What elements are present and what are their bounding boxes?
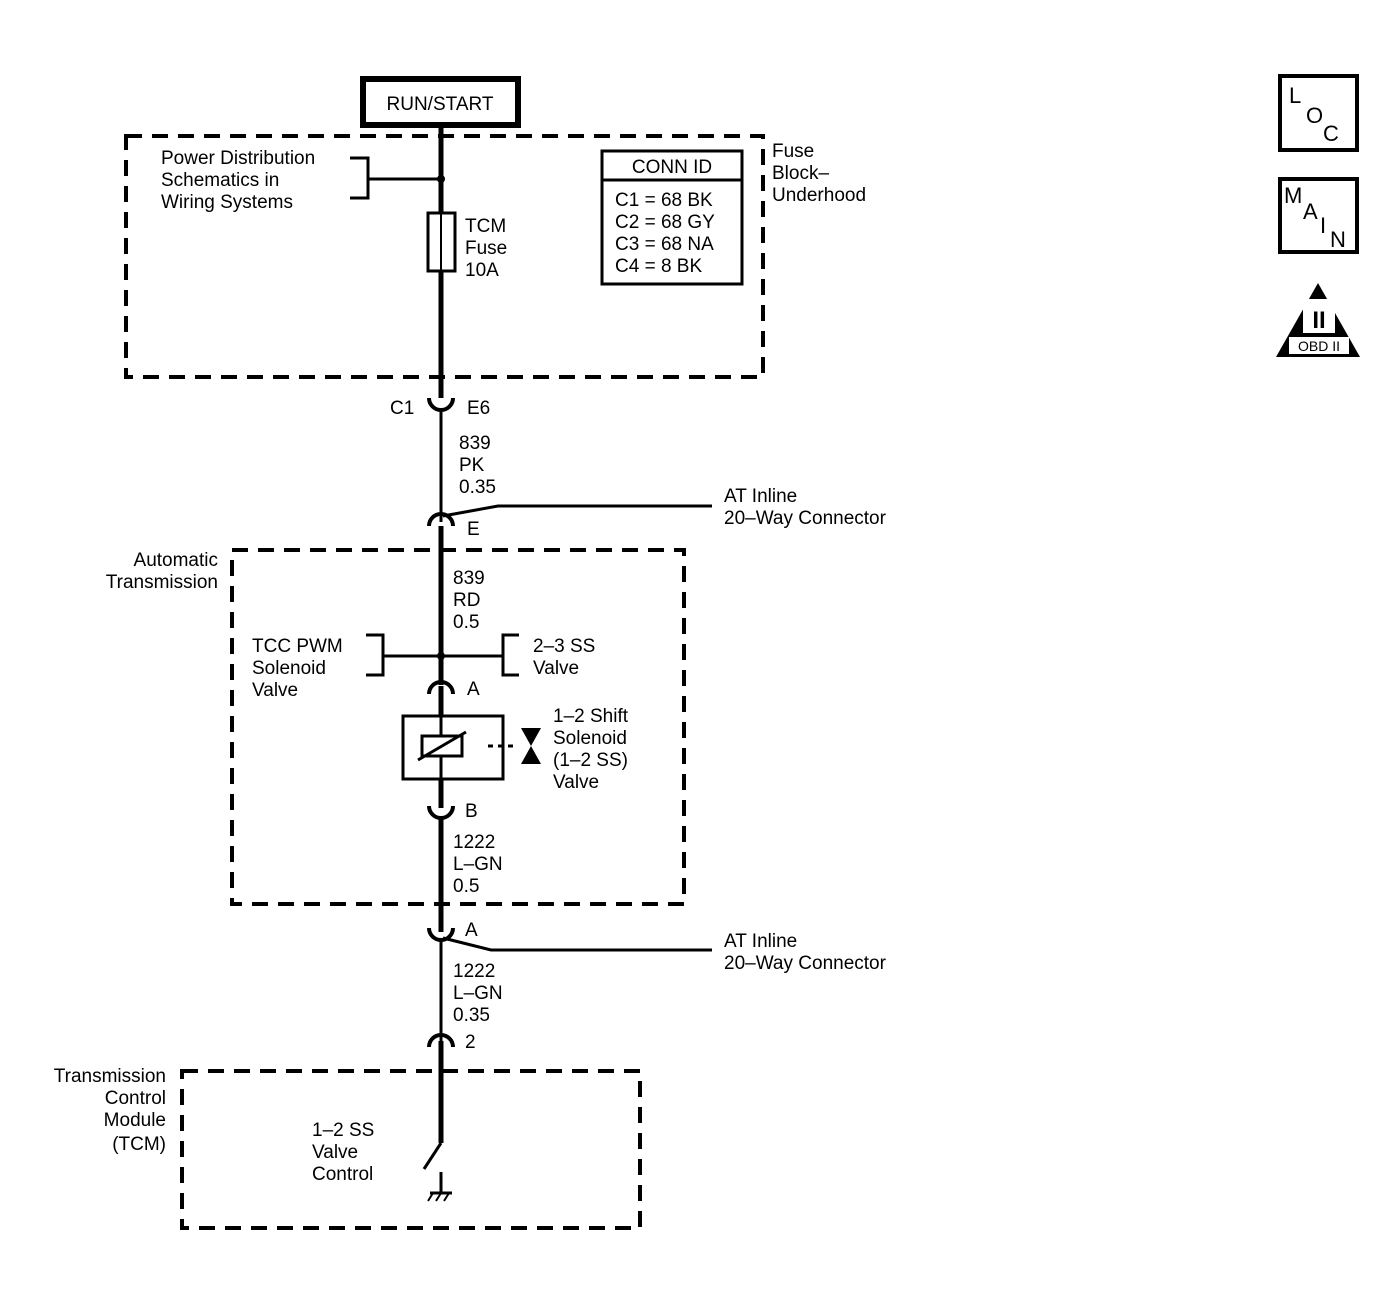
svg-text:10A: 10A xyxy=(465,260,499,281)
svg-text:C3 = 68 NA: C3 = 68 NA xyxy=(615,234,714,255)
svg-text:AT Inline: AT Inline xyxy=(724,486,797,507)
svg-text:RD: RD xyxy=(453,590,480,611)
svg-text:Wiring Systems: Wiring Systems xyxy=(161,192,293,213)
svg-text:Control: Control xyxy=(312,1164,373,1185)
svg-text:Fuse: Fuse xyxy=(465,238,507,259)
svg-text:20–Way Connector: 20–Way Connector xyxy=(724,953,887,974)
svg-text:L–GN: L–GN xyxy=(453,983,503,1004)
tcm-low-side-switch xyxy=(422,1142,452,1202)
terminal-c1-e6: C1 E6 xyxy=(390,397,490,419)
svg-text:Transmission: Transmission xyxy=(106,572,218,593)
obd-ii-icon[interactable]: II OBD II xyxy=(1276,283,1360,357)
fuse-block-label: Fuse Block– Underhood xyxy=(772,141,866,206)
at-inline-connector-1: E AT Inline 20–Way Connector xyxy=(427,486,887,540)
terminal-solenoid-b: B xyxy=(427,801,478,822)
svg-text:A: A xyxy=(465,920,478,941)
svg-text:Fuse: Fuse xyxy=(772,141,814,162)
svg-text:E6: E6 xyxy=(467,398,490,419)
svg-text:0.35: 0.35 xyxy=(453,1005,490,1026)
svg-text:C4 = 8 BK: C4 = 8 BK xyxy=(615,256,702,277)
svg-text:O: O xyxy=(1306,103,1323,128)
svg-text:A: A xyxy=(1303,199,1318,224)
svg-text:OBD II: OBD II xyxy=(1298,338,1340,354)
svg-text:L–GN: L–GN xyxy=(453,854,503,875)
loc-icon[interactable]: L O C xyxy=(1278,74,1359,152)
svg-text:E: E xyxy=(467,519,480,540)
conn-id-title: CONN ID xyxy=(632,157,712,178)
svg-text:C1: C1 xyxy=(390,398,414,419)
run-start-label: RUN/START xyxy=(387,94,494,115)
terminal-solenoid-a: A xyxy=(427,679,480,700)
svg-text:0.5: 0.5 xyxy=(453,612,479,633)
svg-text:Power Distribution: Power Distribution xyxy=(161,148,315,169)
svg-text:2: 2 xyxy=(465,1032,476,1053)
svg-text:PK: PK xyxy=(459,455,485,476)
svg-text:B: B xyxy=(465,801,478,822)
wire-839-pk-label: 839 PK 0.35 xyxy=(459,433,496,498)
terminal-tcm-2: 2 xyxy=(427,1032,476,1053)
svg-text:0.5: 0.5 xyxy=(453,876,479,897)
svg-text:Valve: Valve xyxy=(533,658,579,679)
tcm-label: Transmission Control Module (TCM) xyxy=(54,1066,166,1155)
wire-1222-lgn-035-label: 1222 L–GN 0.35 xyxy=(453,961,503,1026)
svg-text:M: M xyxy=(1284,183,1302,208)
ss-2-3-reference: 2–3 SS Valve xyxy=(437,633,595,679)
svg-text:(TCM): (TCM) xyxy=(112,1134,166,1155)
main-icon[interactable]: M A I N xyxy=(1278,177,1359,254)
svg-text:C: C xyxy=(1323,121,1339,146)
svg-text:Block–: Block– xyxy=(772,163,829,184)
svg-text:Valve: Valve xyxy=(553,772,599,793)
svg-text:Valve: Valve xyxy=(312,1142,358,1163)
svg-text:I: I xyxy=(1320,213,1326,238)
svg-text:C1 = 68 BK: C1 = 68 BK xyxy=(615,190,713,211)
wire-1222-lgn-05-label: 1222 L–GN 0.5 xyxy=(453,832,503,897)
svg-text:Automatic: Automatic xyxy=(134,550,218,571)
fuse-block-boundary xyxy=(124,134,765,379)
svg-text:1222: 1222 xyxy=(453,832,495,853)
svg-text:A: A xyxy=(467,679,480,700)
svg-text:0.35: 0.35 xyxy=(459,477,496,498)
tcm-boundary xyxy=(180,1069,642,1230)
svg-text:Control: Control xyxy=(105,1088,166,1109)
svg-text:L: L xyxy=(1289,83,1301,108)
svg-text:N: N xyxy=(1330,227,1346,252)
tcm-fuse: TCM Fuse 10A xyxy=(426,211,507,281)
svg-text:Module: Module xyxy=(104,1110,166,1131)
svg-text:TCC PWM: TCC PWM xyxy=(252,636,343,657)
shift-solenoid-1-2 xyxy=(401,714,541,781)
svg-text:1222: 1222 xyxy=(453,961,495,982)
svg-text:20–Way Connector: 20–Way Connector xyxy=(724,508,887,529)
conn-id-table: CONN ID C1 = 68 BK C2 = 68 GY C3 = 68 NA… xyxy=(600,149,744,286)
svg-text:1–2 SS: 1–2 SS xyxy=(312,1120,374,1141)
tcc-pwm-reference: TCC PWM Solenoid Valve xyxy=(252,633,441,701)
svg-text:1–2 Shift: 1–2 Shift xyxy=(553,706,629,727)
shift-solenoid-1-2-label: 1–2 Shift Solenoid (1–2 SS) Valve xyxy=(553,706,629,793)
svg-text:C2 = 68 GY: C2 = 68 GY xyxy=(615,212,715,233)
svg-text:AT Inline: AT Inline xyxy=(724,931,797,952)
svg-text:Solenoid: Solenoid xyxy=(252,658,326,679)
svg-text:839: 839 xyxy=(453,568,485,589)
svg-text:II: II xyxy=(1312,307,1325,334)
svg-text:Transmission: Transmission xyxy=(54,1066,166,1087)
svg-text:2–3 SS: 2–3 SS xyxy=(533,636,595,657)
tcm-control-label: 1–2 SS Valve Control xyxy=(312,1120,374,1185)
svg-text:Solenoid: Solenoid xyxy=(553,728,627,749)
svg-text:TCM: TCM xyxy=(465,216,506,237)
svg-text:Valve: Valve xyxy=(252,680,298,701)
svg-text:Schematics in: Schematics in xyxy=(161,170,279,191)
run-start-source: RUN/START xyxy=(360,76,521,128)
at-inline-connector-2: A AT Inline 20–Way Connector xyxy=(427,920,887,974)
power-distribution-reference: Power Distribution Schematics in Wiring … xyxy=(161,148,445,213)
automatic-transmission-boundary xyxy=(230,548,686,906)
svg-text:839: 839 xyxy=(459,433,491,454)
svg-text:(1–2 SS): (1–2 SS) xyxy=(553,750,628,771)
wire-839-rd-label: 839 RD 0.5 xyxy=(453,568,485,633)
automatic-transmission-label: Automatic Transmission xyxy=(106,550,218,593)
svg-text:Underhood: Underhood xyxy=(772,185,866,206)
